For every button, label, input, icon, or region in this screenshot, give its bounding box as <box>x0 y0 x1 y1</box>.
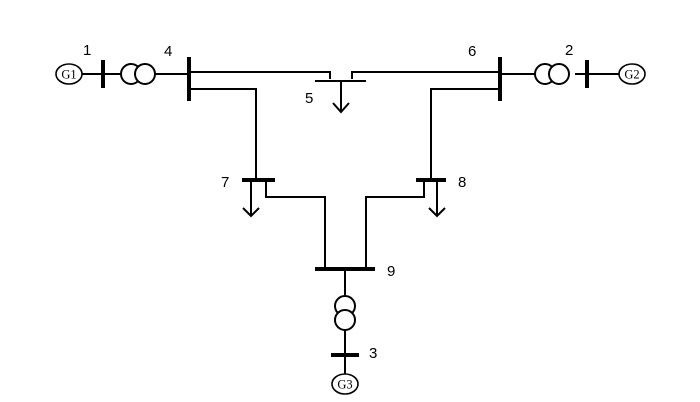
generator-g3: G3 <box>331 373 359 395</box>
load-5-arrow-icon <box>332 102 350 114</box>
line-bus-6-to-bus-5 <box>351 71 500 79</box>
load-8-arrow-icon <box>428 207 446 218</box>
bus-9-label: 9 <box>387 263 395 280</box>
bus-4-label: 4 <box>164 43 172 60</box>
bus-6-label: 6 <box>468 43 476 60</box>
line-bus-4-to-bus-5 <box>189 71 331 79</box>
bus-1-label: 1 <box>83 42 91 59</box>
generator-g1: G1 <box>55 63 83 85</box>
bus-7-label: 7 <box>221 174 229 191</box>
transformer-1-4 <box>120 63 156 85</box>
transformer-9-3 <box>334 295 356 331</box>
line-bus-8-to-bus-9 <box>365 180 425 268</box>
bus-2-label: 2 <box>565 42 573 59</box>
generator-g1-label: G1 <box>61 68 76 82</box>
load-7-arrow-icon <box>242 207 260 218</box>
line-bus-6-to-bus-8 <box>430 88 500 180</box>
generator-g2: G2 <box>618 63 646 85</box>
bus-8-label: 8 <box>458 174 466 191</box>
line-bus-4-to-bus-7 <box>189 88 257 180</box>
bus-3-label: 3 <box>369 345 377 362</box>
bus-5-label: 5 <box>305 90 313 107</box>
transformer-6-2 <box>534 63 570 85</box>
line-bus-7-to-bus-9 <box>265 180 326 268</box>
generator-g2-label: G2 <box>624 68 639 82</box>
generator-g3-label: G3 <box>337 378 352 392</box>
